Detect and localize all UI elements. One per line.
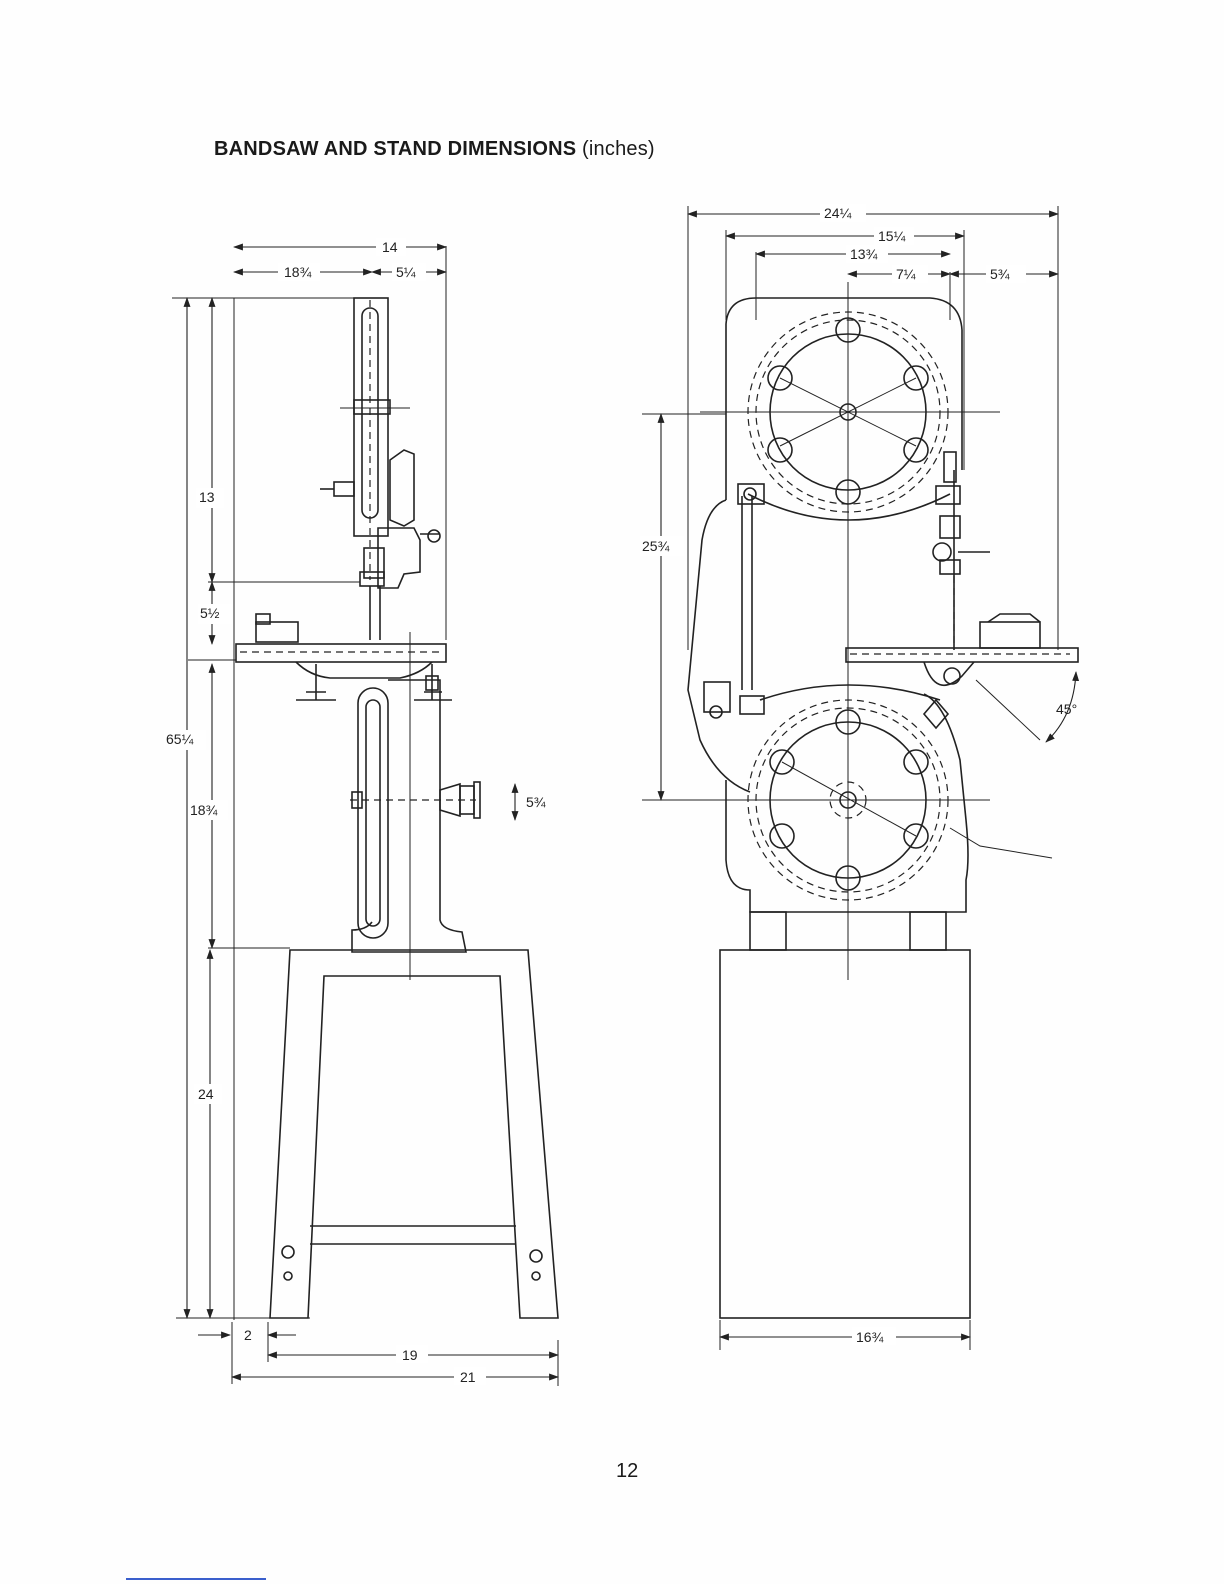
front-view-drawing: 24¼ 15¼ 13¾ 7¼ 5¾ 25¾ 45° 16¾ <box>640 204 1078 1350</box>
dim-overall-height: 65¼ <box>166 731 194 747</box>
dim-base-outer: 21 <box>460 1369 476 1385</box>
dim-tilt-angle: 45° <box>1056 701 1077 717</box>
dim-top-left: 18¾ <box>284 264 312 280</box>
dim-stand-width: 16¾ <box>856 1329 884 1345</box>
dim-lower-height: 18¾ <box>190 802 218 818</box>
dim-base-inner: 19 <box>402 1347 418 1363</box>
dim-guide-to-edge: 5¾ <box>990 266 1010 282</box>
dim-wheel-to-blade: 13¾ <box>850 246 878 262</box>
dim-overall-width: 24¼ <box>824 205 852 221</box>
dim-guide-height: 5½ <box>200 605 220 621</box>
dim-blade-to-guide: 7¼ <box>896 266 916 282</box>
side-view-drawing: 14 18¾ 5¼ 13 5½ 65¼ 18¾ 24 5¾ 2 19 21 <box>164 238 558 1386</box>
dim-wheel-centers: 25¾ <box>642 538 670 554</box>
dim-top-overall: 14 <box>382 239 398 255</box>
dim-wheel-span: 15¼ <box>878 228 906 244</box>
dim-top-right: 5¼ <box>396 264 416 280</box>
dim-base-offset: 2 <box>244 1327 252 1343</box>
dim-pulley: 5¾ <box>526 794 546 810</box>
page-number: 12 <box>616 1460 638 1483</box>
dim-upper-height: 13 <box>199 489 215 505</box>
dim-stand-height: 24 <box>198 1086 214 1102</box>
footer-link[interactable] <box>126 1578 266 1580</box>
